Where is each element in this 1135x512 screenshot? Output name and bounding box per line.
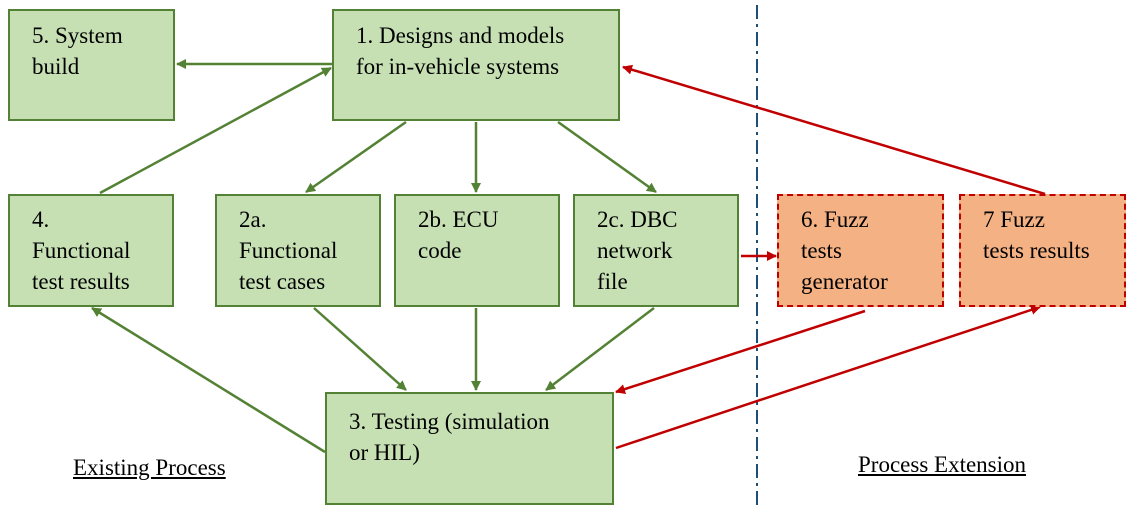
- box-4-line-1: 4.: [32, 207, 50, 232]
- box-2b-ecu-code: 2b. ECU code: [394, 194, 560, 307]
- box-5-line-1: 5. System: [32, 23, 123, 48]
- box-2b-line-2: code: [418, 238, 462, 263]
- box-2c-line-1: 2c. DBC: [597, 207, 678, 232]
- box-4-functional-test-results: 4. Functional test results: [8, 194, 174, 307]
- box-2a-line-1: 2a.: [239, 207, 267, 232]
- box-2b-line-1: 2b. ECU: [418, 207, 499, 232]
- arrow-6-to-3: [615, 309, 866, 394]
- arrow-3-to-7: [615, 305, 1041, 450]
- box-7-fuzz-tests-results: 7 Fuzz tests results: [959, 194, 1126, 307]
- box-2a-line-2: Functional: [239, 238, 338, 263]
- box-2c-dbc-network-file: 2c. DBC network file: [573, 194, 739, 307]
- box-4-line-2: Functional: [32, 238, 131, 263]
- box-5-line-2: build: [32, 54, 80, 79]
- box-5-system-build: 5. System build: [8, 9, 175, 121]
- box-2c-line-3: file: [597, 269, 628, 294]
- box-4-line-3: test results: [32, 269, 130, 294]
- box-7-line-1: 7 Fuzz: [983, 207, 1045, 232]
- box-6-line-2: tests: [801, 238, 842, 263]
- box-6-line-1: 6. Fuzz: [801, 207, 869, 232]
- arrow-2a-to-3: [313, 307, 407, 391]
- box-2a-line-3: test cases: [239, 269, 326, 294]
- caption-process-extension: Process Extension: [858, 452, 1027, 477]
- box-1-designs-models: 1. Designs and models for in-vehicle sys…: [332, 9, 620, 121]
- box-6-fuzz-tests-generator: 6. Fuzz tests generator: [777, 194, 944, 307]
- box-3-line-2: or HIL): [349, 440, 420, 465]
- box-7-line-2: tests results: [983, 238, 1090, 263]
- arrow-4-to-1: [99, 66, 332, 195]
- box-3-line-1: 3. Testing (simulation: [349, 409, 550, 434]
- box-1-line-1: 1. Designs and models: [356, 23, 565, 48]
- arrow-3-to-4: [91, 306, 326, 454]
- box-2c-line-2: network: [597, 238, 673, 263]
- caption-existing-process: Existing Process: [73, 455, 226, 480]
- arrow-1-to-2c: [557, 120, 657, 194]
- box-3-testing: 3. Testing (simulation or HIL): [325, 392, 614, 505]
- arrow-2c-to-3: [545, 307, 655, 391]
- box-1-line-2: for in-vehicle systems: [356, 54, 560, 79]
- arrow-1-to-2a: [305, 120, 407, 194]
- arrow-7-to-1: [622, 64, 1046, 196]
- box-2a-functional-test-cases: 2a. Functional test cases: [215, 194, 381, 307]
- box-6-line-3: generator: [801, 269, 888, 294]
